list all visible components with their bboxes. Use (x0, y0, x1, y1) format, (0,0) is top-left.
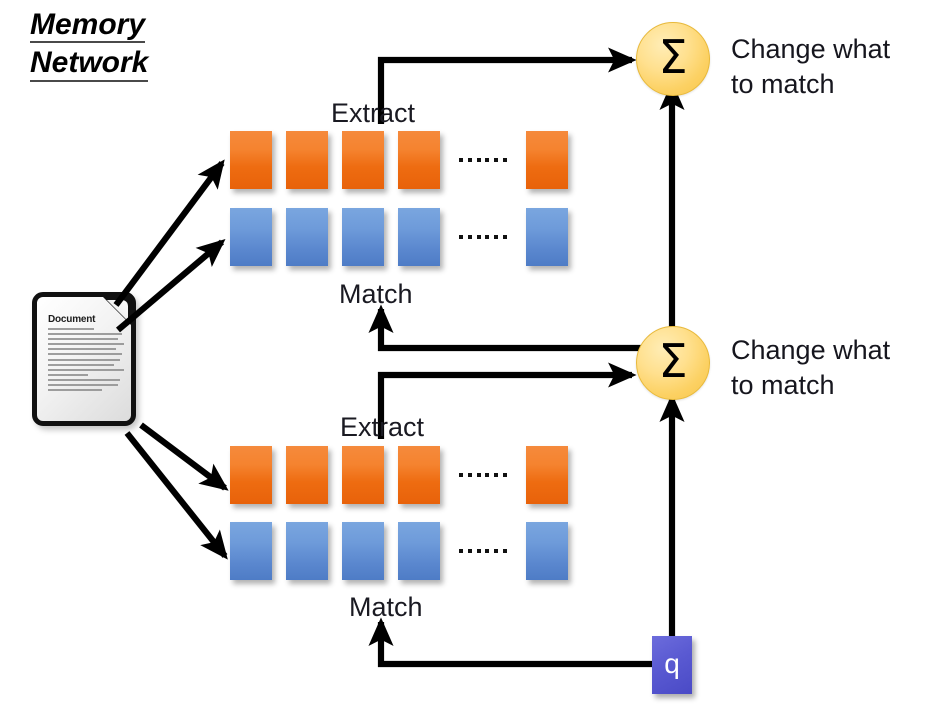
upper-blue-cell (342, 208, 384, 266)
lower-blue-tail-cell (526, 522, 568, 580)
arrow-upper-extract-to-sigma-top (377, 47, 637, 124)
sigma-bottom-caption-line-2: to match (731, 370, 835, 401)
document-icon-text-line (48, 338, 118, 341)
arrow-doc-to-upper-match (115, 239, 226, 333)
query-box[interactable]: q (652, 636, 692, 694)
upper-orange-cell (342, 131, 384, 189)
upper-blue-row (230, 208, 568, 266)
document-icon-text-line (48, 348, 116, 351)
page-title: Memory Network (30, 6, 270, 83)
document-icon-text-line (48, 333, 122, 336)
document-icon-title: Document (48, 314, 96, 325)
lower-orange-cell (230, 446, 272, 504)
sigma-node-top[interactable]: Σ (636, 22, 710, 96)
document-icon-text-line (48, 343, 124, 346)
document-icon-body: Document (32, 292, 136, 426)
arrow-lower-extract-to-sigma-bottom (377, 362, 637, 439)
lower-orange-cell (342, 446, 384, 504)
upper-extract-label: Extract (331, 98, 416, 128)
arrow-doc-to-upper-extract (113, 159, 225, 307)
sigma-top-caption: Change what to match (731, 32, 890, 102)
document-icon: Document (32, 292, 139, 430)
document-icon-text-line (48, 328, 94, 330)
upper-match-label: Match (339, 279, 413, 309)
arrow-doc-to-lower-extract (139, 422, 229, 491)
arrow-doc-to-lower-match (124, 431, 228, 560)
lower-blue-row (230, 522, 568, 580)
sigma-top-caption-line-1: Change what (731, 34, 891, 64)
sigma-bottom-caption: Change what to match (731, 333, 890, 403)
lower-orange-row (230, 446, 568, 504)
document-icon-text-line (48, 384, 118, 387)
document-icon-text-line (48, 368, 124, 371)
lower-blue-cell (286, 522, 328, 580)
lower-orange-ellipsis (454, 446, 512, 504)
arrow-sigma-bottom-to-upper-match (368, 304, 641, 352)
document-icon-text-line (48, 378, 120, 381)
lower-match-label: Match (349, 592, 423, 622)
lower-orange-tail-cell (526, 446, 568, 504)
sigma-node-bottom[interactable]: Σ (636, 326, 710, 400)
lower-blue-cell (230, 522, 272, 580)
sigma-top-caption-line-2: to match (731, 69, 835, 100)
upper-blue-cell (230, 208, 272, 266)
document-icon-text-lines (48, 328, 126, 394)
upper-orange-ellipsis (454, 131, 512, 189)
upper-orange-cell (286, 131, 328, 189)
upper-orange-cell (398, 131, 440, 189)
upper-blue-tail-cell (526, 208, 568, 266)
lower-blue-cell (342, 522, 384, 580)
upper-blue-cell (398, 208, 440, 266)
sigma-bottom-caption-line-1: Change what (731, 335, 891, 365)
sigma-glyph-bottom: Σ (658, 334, 688, 388)
upper-orange-row (230, 131, 568, 189)
lower-orange-cell (398, 446, 440, 504)
lower-orange-cell (286, 446, 328, 504)
arrow-query-to-lower-match (368, 617, 654, 668)
upper-blue-cell (286, 208, 328, 266)
lower-extract-label: Extract (340, 412, 425, 442)
upper-orange-cell (230, 131, 272, 189)
lower-blue-cell (398, 522, 440, 580)
page-title-line-1: Memory (30, 6, 146, 44)
page-title-line-2: Network (30, 44, 149, 83)
upper-orange-tail-cell (526, 131, 568, 189)
document-icon-text-line (48, 389, 102, 392)
document-icon-text-line (48, 373, 88, 376)
document-icon-text-line (48, 358, 120, 361)
upper-blue-ellipsis (454, 208, 512, 266)
document-icon-text-line (48, 363, 114, 366)
document-icon-text-line (48, 353, 122, 356)
query-label: q (664, 648, 680, 679)
lower-blue-ellipsis (454, 522, 512, 580)
sigma-glyph-top: Σ (658, 30, 688, 84)
